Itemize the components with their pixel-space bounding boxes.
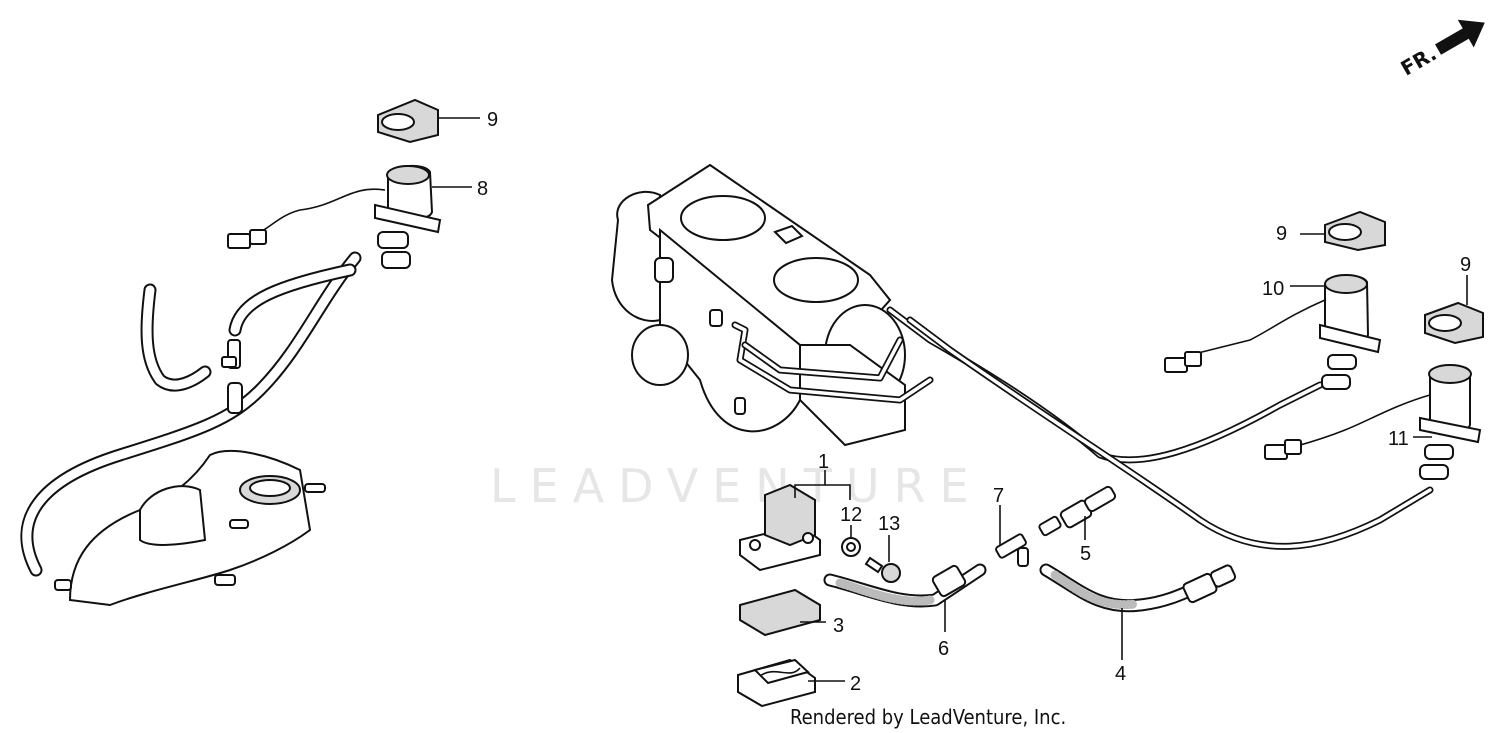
tee-joint-part-7: [995, 533, 1029, 567]
clamp-part-9-right-top: [1324, 210, 1386, 252]
callout-12: 12: [840, 504, 862, 526]
hose-part-6: [823, 563, 987, 608]
engine-block: [610, 163, 906, 447]
callout-4: 4: [1115, 663, 1126, 685]
watermark-text: LEADVENTURE: [490, 459, 983, 513]
solenoid-valve-part-11: [1264, 364, 1482, 480]
callout-6: 6: [938, 638, 949, 660]
callout-7: 7: [993, 485, 1004, 507]
bracket-part-1: [739, 483, 821, 572]
left-intake-assembly: [20, 251, 362, 607]
leader-lines: [432, 117, 1468, 682]
front-direction-label: FR.: [1397, 41, 1441, 80]
front-direction-arrow: FR.: [1397, 19, 1485, 80]
holder-part-2: [737, 658, 816, 708]
rubber-pad-part-3: [739, 588, 821, 637]
callout-1: 1: [818, 451, 829, 473]
callout-5: 5: [1080, 543, 1091, 565]
bolt-part-13: [864, 556, 901, 583]
callout-9-right-top: 9: [1276, 223, 1287, 245]
connector-part-5: [1038, 485, 1117, 537]
solenoid-valve-part-10: [1164, 274, 1382, 390]
nut-part-12: [841, 537, 861, 557]
clamp-part-9-right: [1424, 301, 1484, 345]
arrow-icon: [1435, 19, 1485, 55]
vacuum-pipes: [731, 306, 1434, 550]
callout-9-top-left: 9: [487, 109, 498, 131]
callout-3: 3: [833, 615, 844, 637]
callout-8: 8: [477, 178, 488, 200]
callout-11: 11: [1388, 428, 1409, 450]
render-credit: Rendered by LeadVenture, Inc.: [790, 705, 1066, 729]
solenoid-valve-part-8: [227, 164, 442, 269]
callout-9-right: 9: [1460, 254, 1471, 276]
clamp-part-9-left: [377, 98, 439, 144]
hose-part-4: [1039, 563, 1237, 613]
callout-2: 2: [850, 673, 861, 695]
callout-10: 10: [1262, 278, 1284, 300]
callout-13: 13: [878, 513, 900, 535]
